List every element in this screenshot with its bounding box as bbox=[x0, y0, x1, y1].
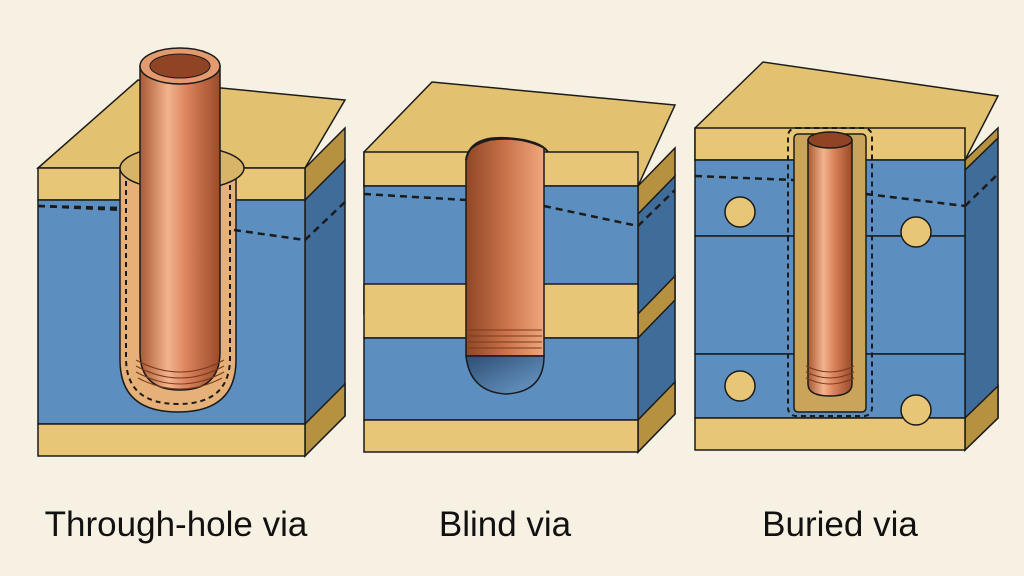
tube-opening-inner bbox=[149, 53, 211, 79]
blind-via-block bbox=[363, 81, 677, 454]
plating-rings bbox=[135, 359, 225, 390]
pad-circle bbox=[724, 196, 756, 228]
buried-cavity-dashed bbox=[787, 127, 873, 417]
blind-hole-bottom bbox=[465, 355, 545, 395]
pad-circle bbox=[900, 394, 932, 426]
prepreg-front-bottom bbox=[37, 423, 306, 457]
well-dashed-outline bbox=[125, 172, 231, 406]
buried-tube-opening bbox=[807, 131, 853, 149]
layer-boundary-dashed-left bbox=[37, 204, 123, 212]
layer-boundary-dashed-right bbox=[865, 192, 966, 208]
plating-rings bbox=[468, 329, 542, 349]
layer-boundary-dashed-side bbox=[637, 189, 676, 227]
layer-boundary-dashed-side bbox=[304, 201, 346, 241]
through-hole-via-block bbox=[36, 47, 347, 458]
buried-via-label: Buried via bbox=[762, 505, 918, 544]
through-hole-via-label: Through-hole via bbox=[44, 505, 308, 544]
pad-circle bbox=[900, 216, 932, 248]
buried-copper-tube bbox=[807, 139, 853, 397]
plating-rings bbox=[805, 365, 855, 385]
blind-via-label: Blind via bbox=[438, 505, 572, 544]
copper-tube bbox=[139, 65, 221, 391]
blind-hole-rim bbox=[465, 136, 549, 161]
layer-boundary-dashed bbox=[363, 192, 467, 202]
pad-circle bbox=[724, 370, 756, 402]
prepreg-front-bottom bbox=[363, 419, 639, 453]
buried-via-block bbox=[694, 61, 1000, 452]
layer-boundary-dashed bbox=[694, 174, 795, 182]
blind-hole-wall bbox=[465, 138, 545, 357]
layer-boundary-dashed-side bbox=[964, 173, 999, 207]
layer-boundary-dashed-right bbox=[543, 204, 639, 228]
